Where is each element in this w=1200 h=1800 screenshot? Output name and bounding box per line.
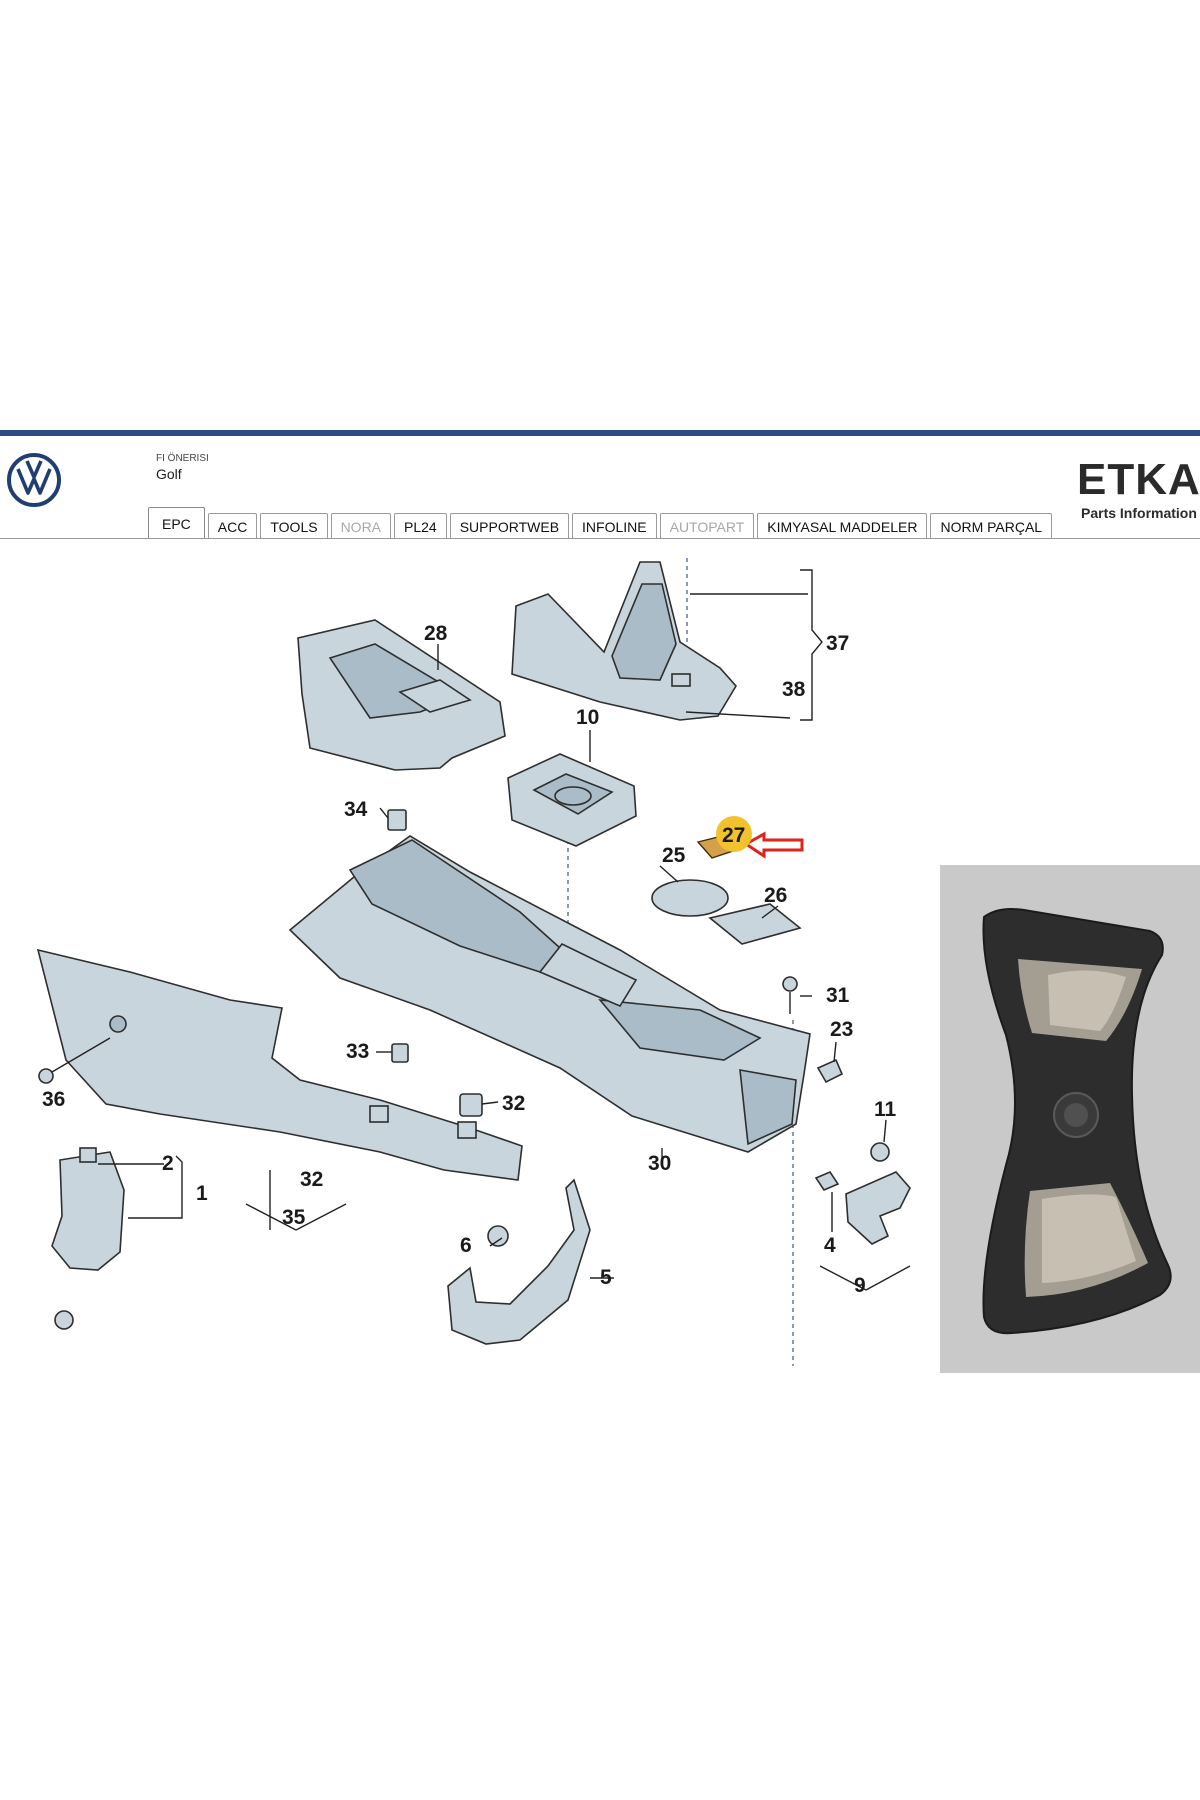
callout-36[interactable]: 36 [42,1088,65,1111]
callout-25[interactable]: 25 [662,844,686,867]
callout-2[interactable]: 2 [162,1152,174,1175]
callout-32-lower[interactable]: 32 [300,1168,323,1191]
part-30-center-console [288,835,811,1153]
part-9-mount [814,1142,911,1245]
tab-tools[interactable]: TOOLS [260,513,328,539]
part-10-insert [507,753,637,847]
etka-logo: ETKA [1077,455,1200,504]
callout-9[interactable]: 9 [854,1274,866,1297]
part-31-screw [782,976,798,1014]
part-26-mat [708,903,802,945]
callout-5[interactable]: 5 [600,1266,612,1289]
callout-33[interactable]: 33 [346,1040,369,1063]
part-5-bracket [447,1178,591,1345]
parts-diagram: 28 37 38 10 34 25 27 26 31 23 33 32 36 3… [36,558,911,1366]
vw-logo-icon [7,453,61,507]
tab-bar-underline [0,538,1200,539]
part-36-screw [38,1037,111,1084]
callout-4[interactable]: 4 [824,1234,836,1257]
callout-30[interactable]: 30 [648,1152,671,1175]
callout-10[interactable]: 10 [576,706,599,729]
part-photo [940,865,1200,1373]
callout-6[interactable]: 6 [460,1234,472,1257]
callout-28[interactable]: 28 [424,622,448,645]
etka-subtitle: Parts Information [1081,505,1197,521]
callout-38[interactable]: 38 [782,678,806,701]
callout-32-upper[interactable]: 32 [502,1092,525,1115]
tab-acc[interactable]: ACC [207,513,258,539]
tab-autopart[interactable]: AUTOPART [659,513,755,539]
callout-26[interactable]: 26 [764,884,787,907]
header-accent-bar [0,430,1200,436]
highlight-27-badge [716,816,752,852]
part-34-clip [387,809,407,831]
tab-bar: EPC ACC TOOLS NORA PL24 SUPPORTWEB INFOL… [148,507,1055,539]
callout-35[interactable]: 35 [282,1206,306,1229]
highlight-arrow-icon [743,831,804,859]
tab-epc[interactable]: EPC [148,507,205,539]
callout-34[interactable]: 34 [344,798,368,821]
part-photo-image [982,908,1172,1335]
tab-infoline[interactable]: INFOLINE [572,513,657,539]
part-1-bracket [51,1147,125,1330]
tab-nora[interactable]: NORA [330,513,392,539]
model-title: Golf [156,466,182,482]
catalog-caption: FI ÖNERISI [156,453,209,464]
part-25-round-cover [651,879,729,917]
tab-supportweb[interactable]: SUPPORTWEB [449,513,570,539]
tab-pl24[interactable]: PL24 [394,513,447,539]
callout-23[interactable]: 23 [830,1018,853,1041]
callout-37[interactable]: 37 [826,632,849,655]
part-32-clip [459,1093,483,1117]
part-33-clip [391,1043,409,1063]
callout-27[interactable]: 27 [722,824,745,847]
tab-kimyasal-maddeler[interactable]: KIMYASAL MADDELER [757,513,928,539]
part-23-clip [816,1058,844,1084]
part-28-storage-tray [297,619,506,771]
callout-31[interactable]: 31 [826,984,850,1007]
tab-norm-parcalar[interactable]: NORM PARÇAL [930,513,1053,539]
callout-11[interactable]: 11 [874,1098,897,1121]
part-35-side-trim [36,948,523,1181]
callout-1[interactable]: 1 [196,1182,208,1205]
part-37-shift-surround [511,561,737,721]
leader-lines [98,569,911,1291]
